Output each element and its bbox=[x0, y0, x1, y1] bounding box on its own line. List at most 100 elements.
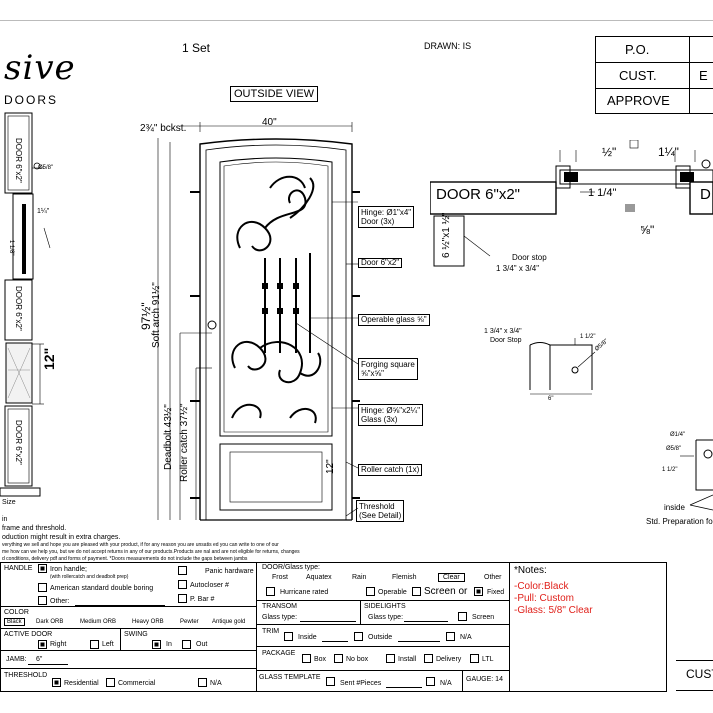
cust-label: CUST. bbox=[619, 68, 657, 83]
glass-other[interactable]: Other bbox=[484, 574, 502, 581]
std-dim-2: Ø5/8" bbox=[666, 446, 682, 452]
panic-label: Panic hardware bbox=[205, 568, 254, 575]
package-nobox-checkbox[interactable] bbox=[334, 654, 343, 663]
install-checkbox[interactable] bbox=[386, 654, 395, 663]
autocloser-label: Autocloser # bbox=[190, 582, 229, 589]
package-box-checkbox[interactable] bbox=[302, 654, 311, 663]
notes-line-3: oduction might result in extra charges. bbox=[2, 534, 121, 541]
door-size-callout: Door 6"x2" bbox=[358, 258, 403, 268]
trim-outside-label: Outside bbox=[368, 634, 393, 641]
panic-checkbox[interactable] bbox=[178, 566, 187, 575]
glass-na-checkbox[interactable] bbox=[426, 677, 435, 686]
forging-square-callout: Forging square ⅝"x⅝" bbox=[358, 358, 418, 380]
fixed-checkbox[interactable] bbox=[474, 587, 483, 596]
screen-or-checkbox[interactable] bbox=[412, 587, 421, 596]
left-door-label-3: DOOR 6"x2" bbox=[14, 420, 23, 465]
handle-iron-label: Iron handle; bbox=[50, 566, 87, 573]
std-dim-3: 1 1/2" bbox=[662, 467, 678, 473]
ltl-checkbox[interactable] bbox=[470, 654, 479, 663]
install-label: Install bbox=[398, 656, 417, 663]
swing-in-label: In bbox=[166, 641, 172, 648]
operable-checkbox[interactable] bbox=[366, 587, 375, 596]
plan-door-label: DOOR 6"x2" bbox=[436, 186, 521, 203]
glass-hinge-callout: Hinge: Ø⅝"x2¼" Glass (3x) bbox=[358, 404, 424, 426]
approval-table-frame bbox=[595, 36, 713, 114]
sent-pieces-checkbox[interactable] bbox=[326, 677, 335, 686]
left-size-label: Size bbox=[2, 499, 16, 506]
plan-door-label-2: D bbox=[700, 186, 711, 203]
glass-hinge-line2: Glass (3x) bbox=[361, 415, 398, 424]
brand-logo-script: sive bbox=[4, 48, 76, 88]
active-right-label: Right bbox=[50, 641, 67, 648]
top-border-line bbox=[0, 20, 713, 21]
trim-inside-checkbox[interactable] bbox=[284, 632, 293, 641]
notes-box bbox=[510, 562, 667, 692]
threshold-residential-label: Residential bbox=[64, 680, 99, 687]
autocloser-checkbox[interactable] bbox=[178, 580, 187, 589]
std-prep-caption: Std. Preparation fo bbox=[646, 517, 713, 526]
glass-flemish[interactable]: Flemish bbox=[392, 574, 417, 581]
active-right-checkbox[interactable] bbox=[38, 640, 47, 649]
hardware-detail-drawing bbox=[529, 338, 596, 395]
hw-dim-1: 1 1/2" bbox=[580, 334, 596, 340]
pbar-label: P. Bar # bbox=[190, 596, 215, 603]
threshold-callout: Threshold (See Detail) bbox=[356, 500, 405, 522]
glass-rain[interactable]: Rain bbox=[352, 574, 367, 581]
color-option-antique-gold[interactable]: Antique gold bbox=[212, 619, 246, 625]
swing-out-checkbox[interactable] bbox=[182, 640, 191, 649]
screen-or-label: Screen or bbox=[424, 586, 468, 597]
left-dim-1q: 1¼" bbox=[37, 208, 50, 215]
cust-value: E bbox=[699, 68, 708, 83]
std-dim-1: Ø1/4" bbox=[670, 432, 686, 438]
threshold-line2: (See Detail) bbox=[359, 511, 402, 520]
color-option-pewter[interactable]: Pewter bbox=[180, 619, 199, 625]
roller-catch-callout: Roller catch (1x) bbox=[358, 464, 423, 476]
hurricane-checkbox[interactable] bbox=[266, 587, 275, 596]
door-stop-label: Door stop bbox=[512, 253, 547, 262]
threshold-commercial-checkbox[interactable] bbox=[106, 678, 115, 687]
swing-label: SWING bbox=[124, 631, 148, 638]
transom-label: TRANSOM bbox=[262, 603, 297, 610]
jamb-value[interactable]: 6" bbox=[36, 656, 43, 663]
threshold-residential-checkbox[interactable] bbox=[52, 678, 61, 687]
po-label: P.O. bbox=[625, 42, 650, 57]
delivery-checkbox[interactable] bbox=[424, 654, 433, 663]
threshold-label: THRESHOLD bbox=[4, 672, 48, 679]
left-dim-12: 12" bbox=[41, 347, 57, 370]
hinge-callout-line1: Hinge: Ø1"x4" bbox=[361, 208, 412, 217]
pbar-checkbox[interactable] bbox=[178, 594, 187, 603]
plan-dim-114: 1 1/4" bbox=[588, 187, 617, 199]
handle-other-checkbox[interactable] bbox=[38, 596, 47, 605]
drawn-by-label: DRAWN: IS bbox=[424, 41, 472, 51]
trim-label: TRIM bbox=[262, 628, 280, 635]
active-left-checkbox[interactable] bbox=[90, 640, 99, 649]
trim-outside-checkbox[interactable] bbox=[354, 632, 363, 641]
glass-frost[interactable]: Frost bbox=[272, 574, 288, 581]
trim-inside-label: Inside bbox=[298, 634, 317, 641]
screen-checkbox[interactable] bbox=[458, 612, 467, 621]
glass-na-label: N/A bbox=[440, 680, 452, 687]
handle-american-checkbox[interactable] bbox=[38, 583, 47, 592]
approve-label: APPROVE bbox=[607, 93, 670, 108]
color-option-black[interactable]: Black bbox=[4, 618, 25, 626]
color-option-heavy-orb[interactable]: Heavy ORB bbox=[132, 619, 164, 625]
left-section-drawing bbox=[0, 112, 51, 497]
notes-line-6: d conditions, delivery pdf and forms of … bbox=[2, 556, 248, 562]
left-door-label-2: DOOR 6"x2" bbox=[14, 286, 23, 331]
door-stop-size: 1 3/4" x 3/4" bbox=[496, 264, 540, 273]
threshold-na-checkbox[interactable] bbox=[198, 678, 207, 687]
glass-clear[interactable]: Clear bbox=[438, 573, 465, 582]
glass-aquatex[interactable]: Aquatex bbox=[306, 574, 332, 581]
trim-na-checkbox[interactable] bbox=[446, 632, 455, 641]
swing-in-checkbox[interactable] bbox=[152, 640, 161, 649]
handle-iron-checkbox[interactable] bbox=[38, 564, 47, 573]
package-box-label: Box bbox=[314, 656, 327, 663]
threshold-line1: Threshold bbox=[359, 502, 395, 511]
backset-dimension: 2¾" bckst. bbox=[140, 123, 187, 134]
forging-square-line2: ⅝"x⅝" bbox=[361, 369, 385, 378]
color-option-dark-orb[interactable]: Dark ORB bbox=[36, 619, 64, 625]
color-option-medium-orb[interactable]: Medium ORB bbox=[80, 619, 117, 625]
transom-glass-type: Glass type: bbox=[262, 614, 298, 621]
sent-pieces-label: Sent #Pieces bbox=[340, 680, 382, 687]
quantity-label: 1 Set bbox=[182, 41, 211, 55]
